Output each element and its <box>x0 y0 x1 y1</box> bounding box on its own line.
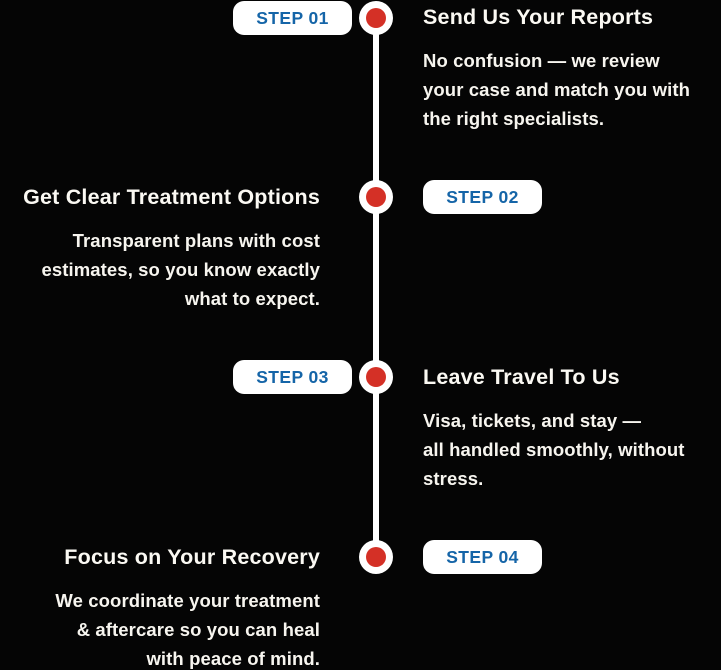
step-2-title: Get Clear Treatment Options <box>23 185 320 209</box>
step-4-content: Focus on Your Recovery We coordinate you… <box>0 543 320 670</box>
timeline-dot-1-core <box>366 8 386 28</box>
timeline-line <box>373 18 379 557</box>
step-1-content: Send Us Your Reports No confusion — we r… <box>423 3 721 133</box>
step-1-badge: STEP 01 <box>233 1 352 35</box>
timeline-dot-3 <box>359 360 393 394</box>
step-3-content: Leave Travel To Us Visa, tickets, and st… <box>423 363 721 493</box>
step-4-title: Focus on Your Recovery <box>64 545 320 569</box>
timeline-dot-2 <box>359 180 393 214</box>
timeline-dot-4-core <box>366 547 386 567</box>
step-3-title: Leave Travel To Us <box>423 365 620 389</box>
timeline-dot-1 <box>359 1 393 35</box>
timeline-dot-3-core <box>366 367 386 387</box>
step-4-description: We coordinate your treatment & aftercare… <box>55 590 320 669</box>
step-2-badge: STEP 02 <box>423 180 542 214</box>
step-1-title: Send Us Your Reports <box>423 5 654 29</box>
step-3-description: Visa, tickets, and stay — all handled sm… <box>423 410 685 489</box>
step-1-description: No confusion — we review your case and m… <box>423 50 691 129</box>
step-3-badge: STEP 03 <box>233 360 352 394</box>
step-2-content: Get Clear Treatment Options Transparent … <box>0 183 320 313</box>
step-2-description: Transparent plans with cost estimates, s… <box>41 230 320 309</box>
step-4-badge: STEP 04 <box>423 540 542 574</box>
timeline-dot-4 <box>359 540 393 574</box>
timeline-dot-2-core <box>366 187 386 207</box>
